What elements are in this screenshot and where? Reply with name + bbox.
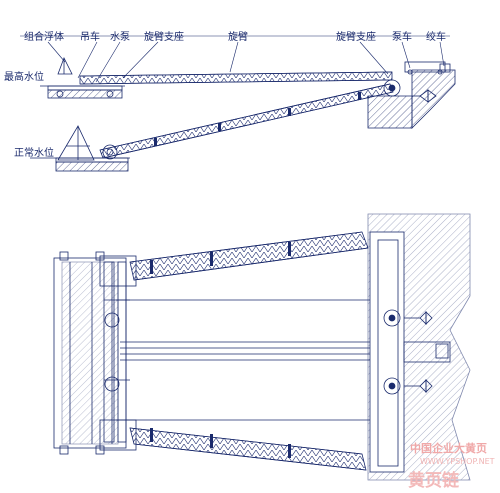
label-max-water-level: 最高水位 — [4, 70, 44, 83]
pontoon-platform — [53, 251, 137, 455]
label-swing-arm: 旋臂 — [228, 30, 248, 43]
plan-arm-lower — [129, 427, 367, 471]
swing-arm-lower — [99, 83, 394, 159]
central-pipes — [116, 299, 380, 421]
elevation-view — [20, 35, 456, 172]
cross-beams — [103, 261, 130, 443]
label-arm-support-right: 旋臂支座 — [336, 30, 376, 43]
watermark-line1: 中国企业大黄页 — [410, 441, 487, 455]
label-water-pump: 水泵 — [110, 31, 130, 43]
watermark: 中国企业大黄页 WWW.YPSHOP.NET 黄页链 — [408, 441, 495, 491]
pontoon-lower — [30, 125, 130, 172]
label-pump-car: 泵车 — [392, 30, 412, 43]
pontoon-upper — [40, 57, 125, 99]
label-arm-support-left: 旋臂支座 — [144, 30, 184, 43]
label-winch: 绞车 — [426, 30, 446, 43]
plan-arm-upper — [129, 231, 369, 281]
leader-lines — [20, 35, 450, 83]
label-pontoon: 组合浮体 — [24, 30, 64, 43]
label-normal-water-level: 正常水位 — [14, 146, 54, 159]
label-hoist-car: 吊车 — [80, 30, 100, 43]
plan-view — [53, 213, 471, 481]
labels: 组合浮体 吊车 水泵 旋臂支座 旋臂 旋臂支座 泵车 绞车 最高水位 正常水位 — [4, 30, 446, 159]
watermark-line3: 黄页链 — [408, 470, 460, 491]
watermark-line2: WWW.YPSHOP.NET — [420, 457, 495, 466]
shore-support — [367, 61, 456, 129]
right-support — [367, 213, 471, 481]
